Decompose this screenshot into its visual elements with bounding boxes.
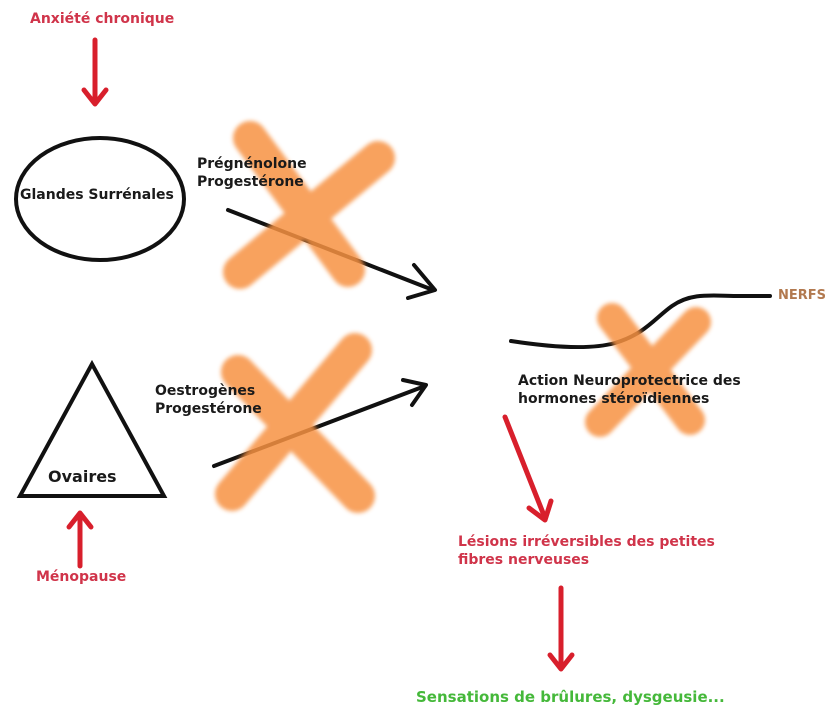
lesions-line-1: Lésions irréversibles des petites xyxy=(458,534,715,550)
hormone-progesterone-ovarian: Progestérone xyxy=(155,400,262,417)
neuroprotective-action-label: Action Neuroprotectrice des hormones sté… xyxy=(518,373,741,408)
lesions-label: Lésions irréversibles des petites fibres… xyxy=(458,534,715,569)
cause-anxiety-label: Anxiété chronique xyxy=(30,11,175,27)
blocked-neuroprotection-cross xyxy=(585,303,711,437)
hormone-progesterone-adrenal: Progestérone xyxy=(197,173,304,190)
ovary-shape xyxy=(16,359,168,498)
blocked-adrenal-pathway-cross xyxy=(223,121,395,289)
lesions-line-2: fibres nerveuses xyxy=(458,551,590,568)
arrow-action-to-lesions xyxy=(502,414,554,523)
action-line-1: Action Neuroprotectrice des xyxy=(518,373,741,389)
arrow-anxiety-to-adrenals xyxy=(81,37,109,107)
nerve-fiber-line xyxy=(509,293,772,350)
arrow-menopause-to-ovaries xyxy=(66,510,94,569)
arrow-lesions-to-symptoms xyxy=(547,585,575,672)
ovary-label: Ovaires xyxy=(48,467,117,486)
hormone-estrogens: Oestrogènes xyxy=(155,383,256,399)
blocked-ovarian-pathway-cross xyxy=(215,333,375,513)
adrenal-gland-shape xyxy=(14,136,186,262)
hormone-pregnenolone: Prégnénolone xyxy=(197,156,307,172)
action-line-2: hormones stéroïdiennes xyxy=(518,390,710,407)
adrenal-hormones-label: Prégnénolone Progestérone xyxy=(197,156,307,191)
symptoms-label: Sensations de brûlures, dysgeusie... xyxy=(416,688,725,706)
cause-menopause-label: Ménopause xyxy=(36,569,127,585)
ovarian-hormones-label: Oestrogènes Progestérone xyxy=(155,383,262,418)
nerves-label: NERFS xyxy=(778,288,826,303)
adrenal-gland-label: Glandes Surrénales xyxy=(20,187,174,203)
